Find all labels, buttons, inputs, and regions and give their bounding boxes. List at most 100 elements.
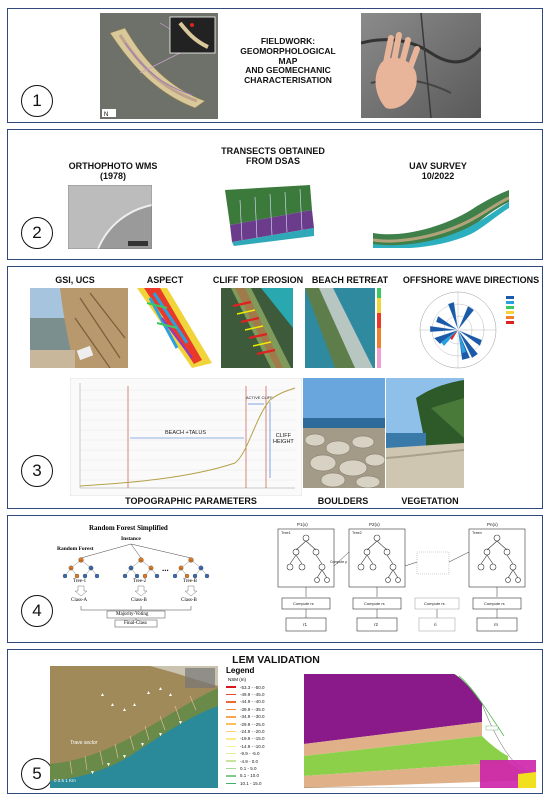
nsm-map: ▲▲▲▲ ▲▲▲ ▼▼▼ ▼▼▼ Trave sector 0 0.5 1 Km	[50, 666, 218, 788]
gsi-ucs-photo	[30, 288, 128, 368]
output-r2: r2	[374, 622, 379, 627]
prob-label-1: P1(x)	[297, 522, 308, 527]
legend-item: -49.9 - -45.0	[226, 691, 296, 697]
rf-dots: ...	[162, 564, 169, 573]
lem-cross-section-drawing	[304, 674, 536, 788]
panel-fieldwork: 1 N FIELDWORK: GEOMORPHOLOGICAL MAP AND …	[7, 8, 543, 123]
rf-tree-b-label: Tree-B	[183, 579, 197, 584]
legend-item-label: -24.9 - -20.0	[240, 729, 265, 735]
legend-item-label: -14.9 - -10.0	[240, 743, 265, 749]
tree-probability-diagram: P1(x) P2(x) Pn(x)	[273, 522, 535, 637]
lem-validation-title: LEM VALIDATION	[232, 654, 320, 666]
legend-swatch	[226, 767, 236, 770]
legend-item-label: -4.9 - 0.0	[240, 758, 259, 764]
label-offshore-wave: OFFSHORE WAVE DIRECTIONS	[402, 275, 540, 285]
legend-item: 5.1 - 10.0	[226, 773, 296, 779]
step-number-4: 4	[21, 595, 53, 627]
orthophoto-title-text: ORTHOPHOTO WMS	[68, 161, 158, 171]
orthophoto-drawing	[68, 185, 152, 249]
legend-swatch	[226, 686, 236, 688]
svg-text:▲: ▲	[132, 702, 137, 708]
map-scale-label: 0 0.5 1 Km	[54, 778, 76, 783]
legend-swatch	[226, 775, 236, 777]
output-r1: r1	[303, 622, 308, 627]
compute-p-label: Compute p	[330, 560, 348, 564]
orthophoto-title: ORTHOPHOTO WMS (1978)	[58, 161, 168, 182]
profile-active-cliff: ACTIVE CLIFF	[246, 395, 273, 400]
legend-item-label: -53.3 - -50.0	[240, 684, 265, 690]
legend-unit: NSM (m)	[228, 677, 246, 682]
legend-item-label: -39.9 - -35.0	[240, 706, 265, 712]
output-ri: ri	[434, 622, 437, 627]
fieldwork-title-line-2: GEOMORPHOLOGICAL	[240, 45, 336, 56]
transects-drawing	[220, 180, 316, 246]
legend-swatch	[226, 752, 236, 755]
legend-swatch	[226, 745, 236, 748]
lem-cross-section	[304, 674, 536, 788]
tree-label-2: Tree2	[352, 531, 362, 535]
rf-random-forest-label: Random Forest	[57, 546, 94, 552]
svg-text:▼: ▼	[106, 762, 111, 768]
legend-item-label: -34.9 - -30.0	[240, 714, 265, 720]
svg-text:▲: ▲	[168, 692, 173, 698]
panel-transects: 2 ORTHOPHOTO WMS (1978) TRANSECTS OBTAIN…	[7, 129, 543, 260]
cliff-top-drawing	[221, 288, 293, 368]
uav-survey-drawing	[372, 190, 510, 248]
label-beach-retreat: BEACH RETREAT	[311, 275, 389, 285]
legend-item: -44.9 - -40.0	[226, 699, 296, 705]
fieldwork-title-line-3: MAP	[278, 55, 298, 66]
rf-class-b-1: Class-B	[131, 598, 147, 603]
rf-tree-1-label: Tree-1	[73, 579, 87, 584]
legend-item: -29.9 - -25.0	[226, 721, 296, 727]
svg-text:▲: ▲	[110, 702, 115, 708]
profile-beach-talus: BEACH +TALUS	[165, 430, 207, 436]
transects-image	[220, 180, 316, 246]
svg-text:N: N	[104, 112, 108, 118]
legend-item-label: -49.9 - -45.0	[240, 692, 265, 698]
topographic-profile-chart: BEACH +TALUS ACTIVE CLIFF CLIFF HEIGHT	[70, 378, 302, 496]
beach-retreat-map	[305, 288, 390, 368]
wave-rose-drawing	[408, 288, 536, 370]
geomorphological-map-drawing: N	[100, 13, 218, 119]
panel-parameters: 3 GSI, UCS ASPECT CLIFF TOP EROSION BEAC…	[7, 266, 543, 509]
vegetation-photo	[386, 378, 464, 488]
legend-item-label: -9.9 - -5.0	[240, 751, 260, 757]
label-cliff-top-erosion: CLIFF TOP EROSION	[212, 275, 304, 285]
legend-item: -39.9 - -35.0	[226, 706, 296, 712]
svg-text:▼: ▼	[122, 754, 127, 760]
legend-item-label: 10.1 - 15.0	[240, 780, 262, 786]
svg-text:▼: ▼	[178, 720, 183, 726]
rf-trees-drawing	[62, 543, 210, 628]
legend-item-label: -29.9 - -25.0	[240, 721, 265, 727]
legend-item-label: -44.9 - -40.0	[240, 699, 265, 705]
rf-title: Random Forest Simplified	[89, 524, 168, 532]
legend-item: 10.1 - 15.0	[226, 780, 296, 786]
beach-retreat-drawing	[305, 288, 381, 368]
tree-prob-drawing	[277, 528, 526, 632]
rf-tree-2-label: Tree-2	[133, 579, 147, 584]
rf-tree-b	[172, 557, 210, 579]
legend-item: 0.1 - 5.0	[226, 765, 296, 771]
legend-item: -4.9 - 0.0	[226, 758, 296, 764]
rf-tree-1	[62, 557, 100, 579]
topographic-profile-drawing	[70, 378, 302, 496]
legend-swatch	[226, 760, 236, 762]
svg-text:▲: ▲	[158, 686, 163, 692]
transects-title-line-1: TRANSECTS OBTAINED	[221, 146, 325, 156]
compute-rs-i: Compute rs	[424, 601, 445, 606]
rf-class-b-2: Class-B	[181, 598, 197, 603]
svg-text:▼: ▼	[90, 770, 95, 776]
svg-text:▲: ▲	[122, 707, 127, 713]
aspect-map	[132, 288, 214, 368]
trave-sector-label: Trave sector	[70, 740, 98, 746]
legend-item-label: 0.1 - 5.0	[240, 765, 257, 771]
svg-text:▲: ▲	[146, 690, 151, 696]
legend-item: -34.9 - -30.0	[226, 714, 296, 720]
legend-swatch	[226, 693, 236, 696]
svg-text:▼: ▼	[158, 732, 163, 738]
fieldwork-title-line-4: AND GEOMECHANIC	[245, 65, 331, 76]
rf-majority-voting: Majority-Voting	[116, 611, 149, 617]
legend-swatch	[226, 730, 236, 733]
legend-swatch	[226, 708, 236, 711]
orthophoto-year: (1978)	[99, 171, 126, 182]
